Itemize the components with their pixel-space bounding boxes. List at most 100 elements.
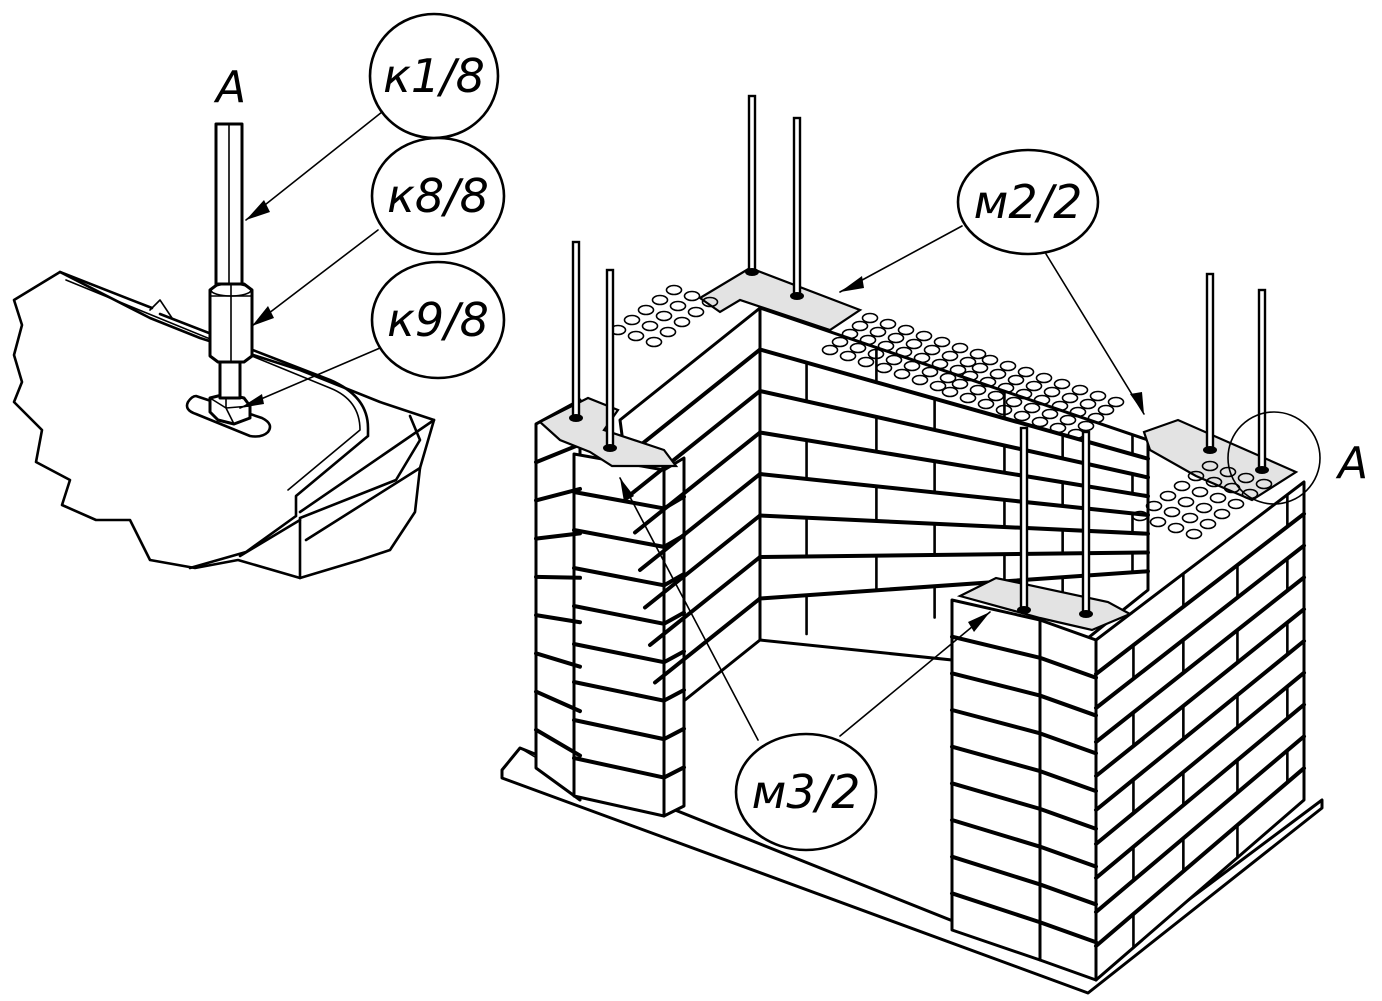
brick-hole [949,364,967,376]
callout-k8-text: к8/8 [387,169,489,223]
brick-hole [969,384,987,396]
brick-hole [659,326,677,338]
brick-course-line [643,513,762,610]
brick-hole [1205,476,1223,488]
brick-hole [651,294,669,306]
brick-hole [1043,386,1061,398]
brick-hole [861,312,879,324]
brick-hole [1097,404,1115,416]
brick-hole [673,316,691,328]
brick-course-line [572,566,666,588]
brick-hole [683,290,701,302]
brick-hole [1181,512,1199,524]
brick-hole [893,368,911,380]
brick-course-line [662,688,686,703]
brick-hole [1199,518,1217,530]
brick-hole [923,344,941,356]
brick-course-line [950,634,1042,660]
brick-hole [905,338,923,350]
brick-courses [534,346,1306,949]
brick-course-line [662,649,686,665]
brick-hole [1177,496,1195,508]
brick-hole [931,358,949,370]
brick-hole [1089,390,1107,402]
callout-k1-text: к1/8 [383,49,485,103]
slab-rim [58,270,422,580]
brick-hole [1167,522,1185,534]
brick-course-line [572,490,666,511]
callout-k8: к8/8 [370,136,506,256]
top-plate-corner [1142,418,1299,502]
brick-hole [1087,412,1105,424]
slotted-hole [185,394,272,438]
brick-course-line [950,671,1042,698]
callout-m2: м2/2 [956,148,1100,256]
brick-hole [637,304,655,316]
anchor-rod [1019,426,1029,612]
brick-hole [1061,392,1079,404]
brick-hole [1191,486,1209,498]
leader-lines [239,111,1145,741]
brick-hole [1053,378,1071,390]
brick-hole [623,314,641,326]
brick-hole [655,310,673,322]
brick-hole [903,360,921,372]
brick-hole [959,392,977,404]
brick-course-line [662,610,686,626]
rod-nut [1255,466,1269,474]
brick-course-line [1038,655,1098,680]
brick-hole [1007,374,1025,386]
brick-hole [1051,400,1069,412]
brick-hole [1209,492,1227,504]
brick-hole [1201,460,1219,472]
brick-hole [995,404,1013,416]
brick-hole [1173,480,1191,492]
brick-course-line [534,689,582,714]
brick-hole [1145,500,1163,512]
brick-course-line [534,574,582,580]
brick-hole [979,376,997,388]
slab-break-outline [12,270,436,580]
brick-course-line [1094,607,1306,778]
brick-hole [895,346,913,358]
brick-hole [859,334,877,346]
brick-course-line [534,727,582,758]
brick-hole [987,390,1005,402]
slab-edge [238,418,436,558]
brick-hole [971,362,989,374]
brick-hole [627,330,645,342]
brick-hole [1149,516,1167,528]
brick-hole [687,306,705,318]
brick-hole [1107,396,1125,408]
brick-course-line [950,781,1042,811]
brick-course-line [628,389,762,497]
brick-hole [1077,420,1095,432]
brick-hole [849,342,867,354]
brick-hole [959,356,977,368]
left-pillar-side [662,456,686,818]
brick-hole [1241,488,1259,500]
brick-holes [609,284,1273,540]
brick-course-line [572,718,666,742]
threaded-rod [214,122,244,400]
brick-course-line [1038,769,1098,794]
brick-hole [1023,402,1041,414]
brick-hole [1255,478,1273,490]
brick-hole [941,386,959,398]
brick-hole [841,328,859,340]
brick-hole [915,330,933,342]
brick-hole [997,382,1015,394]
brick-hole [1059,414,1077,426]
brick-course-line [1038,731,1098,756]
brick-hole [875,362,893,374]
brick-hole [1033,394,1051,406]
brick-hole [1035,372,1053,384]
anchor-rod [1205,272,1215,452]
brick-hole [951,378,969,390]
rod-nut [1203,446,1217,454]
brick-course-line [1094,734,1306,914]
brick-hole [941,350,959,362]
brick-hole [701,296,719,308]
brick-hole [911,374,929,386]
brick-course-line [572,528,666,549]
